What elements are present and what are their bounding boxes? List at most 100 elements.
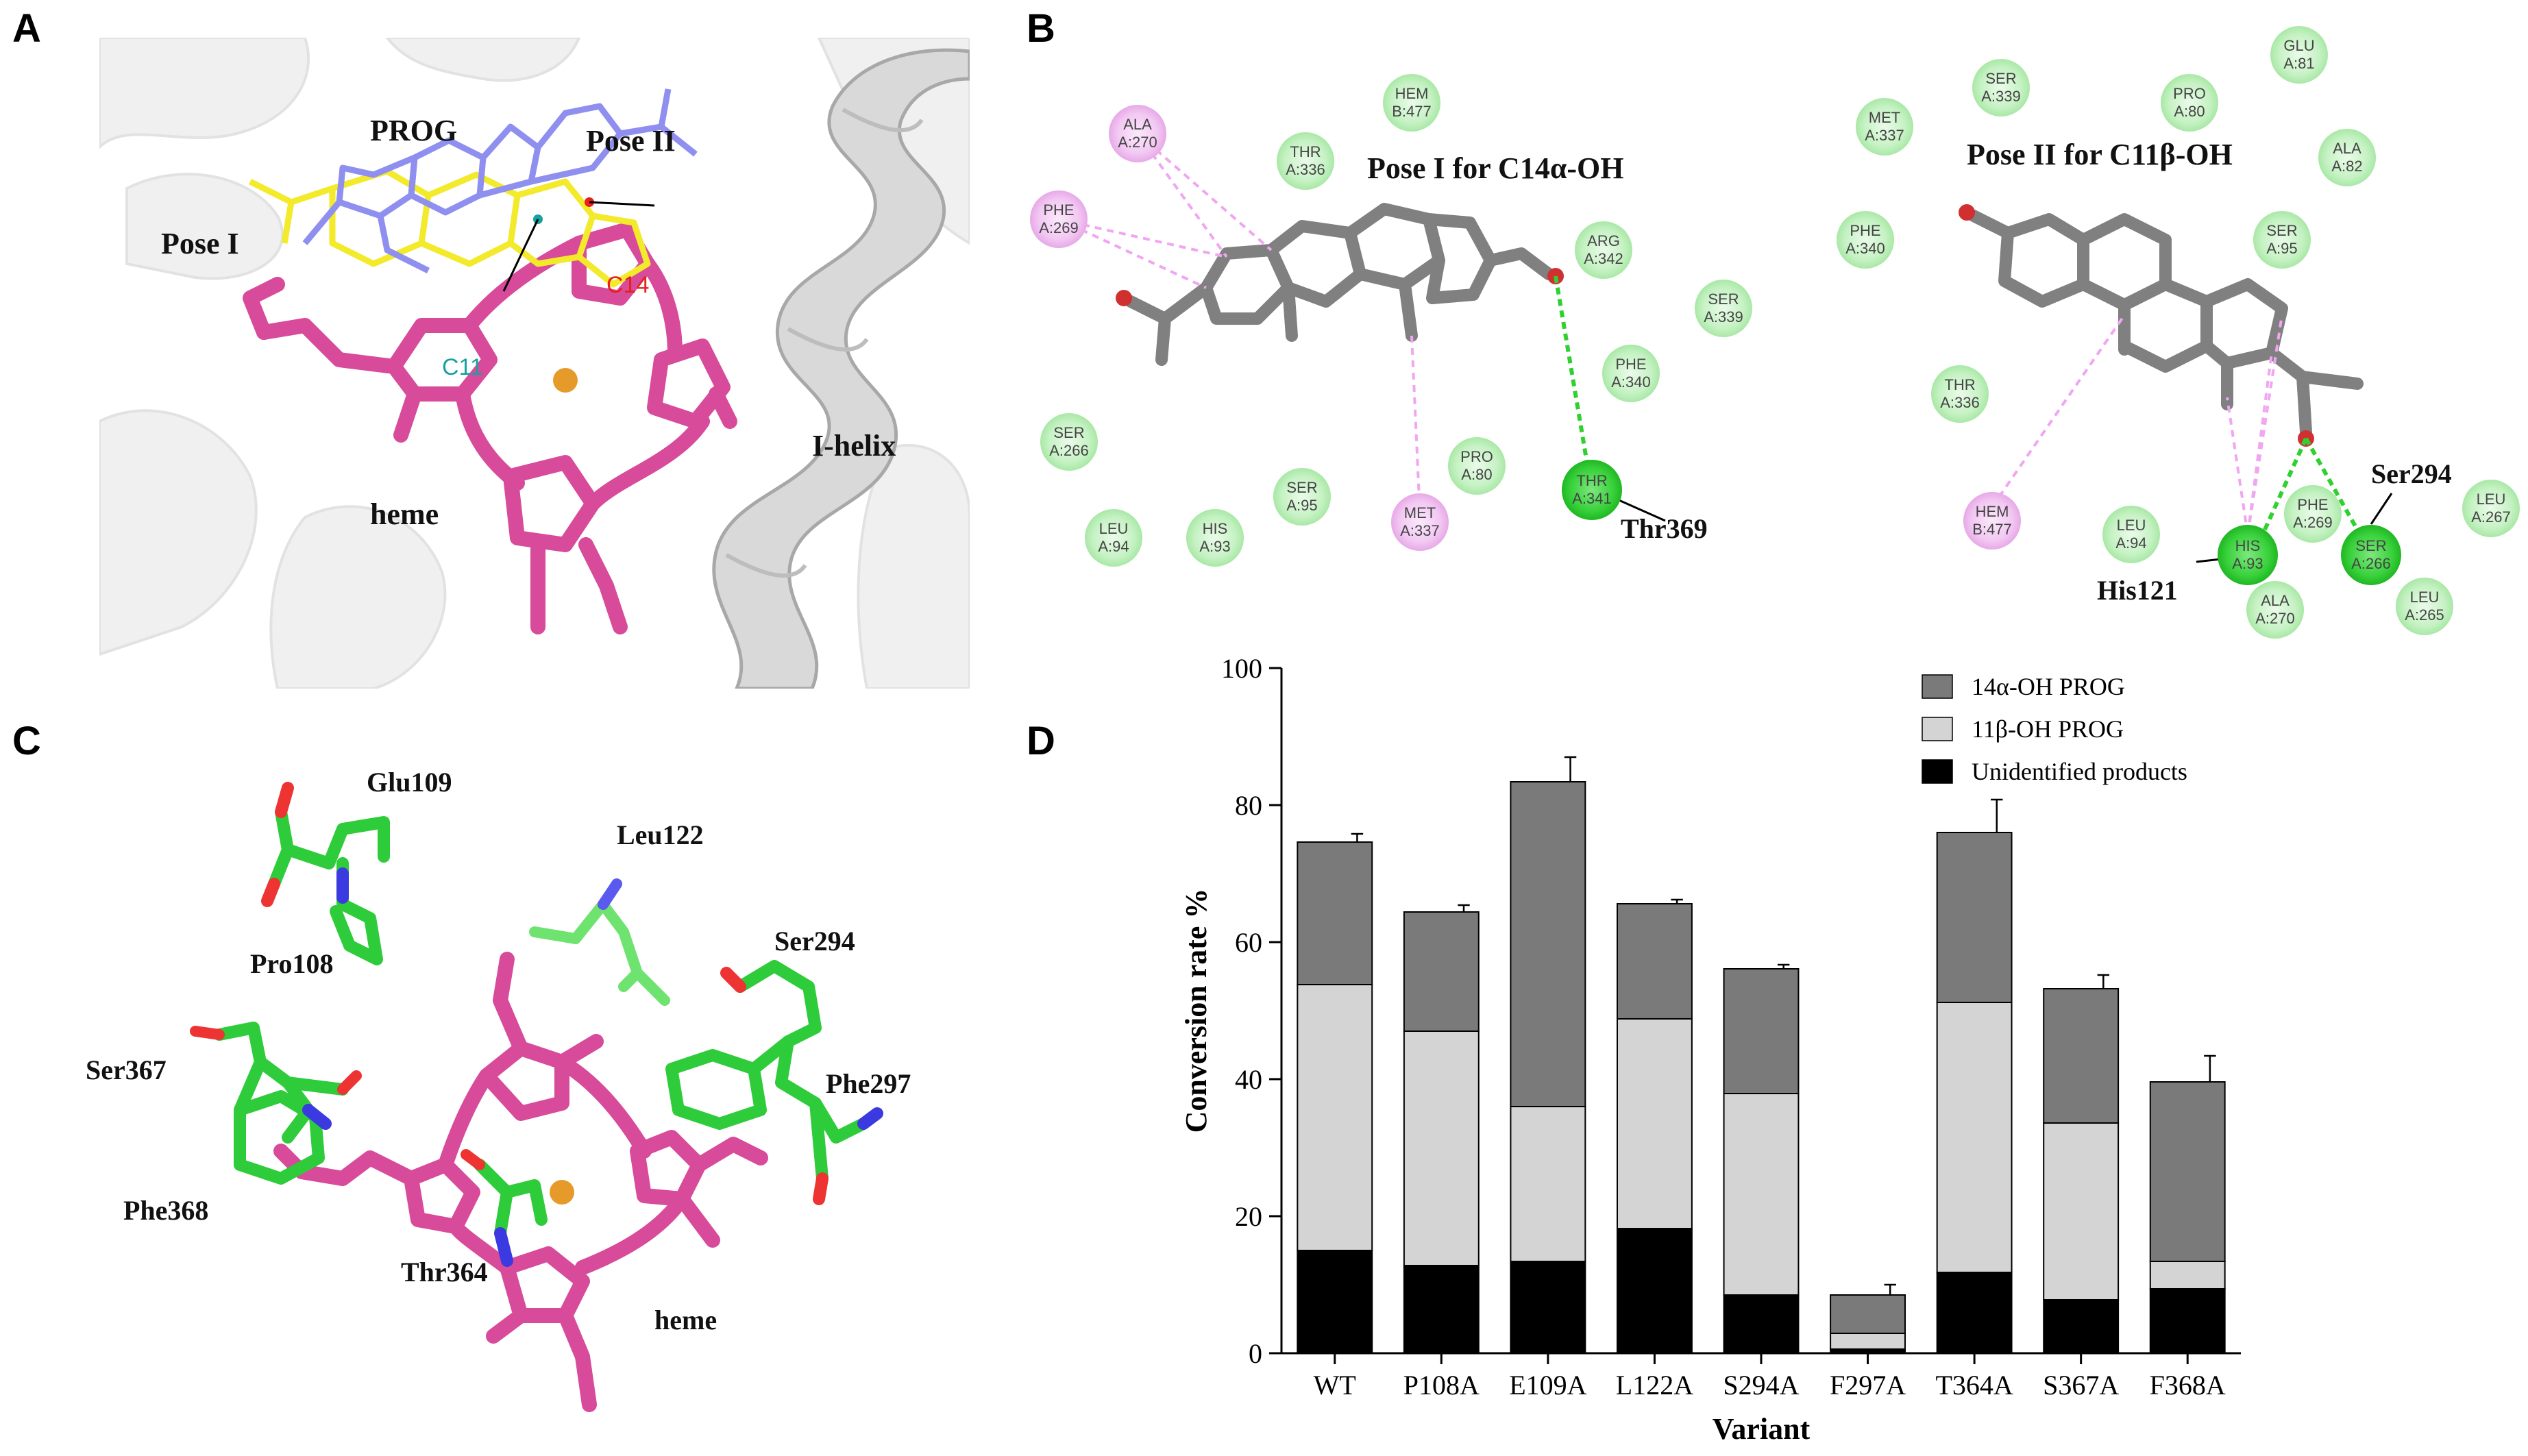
svg-text:A:341: A:341 [1572,490,1612,507]
svg-text:A:82: A:82 [2331,158,2362,175]
svg-text:THR: THR [1944,376,1975,393]
bar-segment [1510,1106,1586,1262]
x-tick-label: E109A [1509,1370,1586,1401]
bar-segment [1510,781,1586,1107]
residue-thr364-stick [474,1159,548,1239]
svg-text:A:336: A:336 [1940,394,1980,411]
svg-text:ALA: ALA [2261,592,2290,609]
pose-i-ligand [248,168,651,288]
label-thr364: Thr364 [401,1257,488,1287]
svg-text:THR: THR [1290,143,1321,160]
y-tick-label: 80 [1235,790,1262,821]
label-i-helix: I-helix [812,429,896,462]
svg-text:LEU: LEU [2410,589,2440,606]
x-tick-label: F297A [1830,1370,1906,1401]
legend-label: 11β-OH PROG [1972,715,2124,743]
bar-segment [1723,968,1800,1094]
panel-c-svg: Glu109 Leu122 Pro108 Ser294 Ser367 Phe29… [86,767,911,1412]
svg-text:B:477: B:477 [1972,521,2012,538]
svg-text:SER: SER [2355,537,2386,554]
panel-label-a: A [12,6,41,51]
label-c11: C11 [442,354,483,380]
svg-text:A:94: A:94 [2115,534,2146,552]
svg-text:A:337: A:337 [1865,127,1904,144]
x-tick-label: L122A [1616,1370,1693,1401]
residue-leu94-p1: LEU A:94 [1085,509,1142,567]
svg-text:A:265: A:265 [2405,606,2444,624]
label-pro108: Pro108 [250,948,333,979]
residue-his93-p1: HIS A:93 [1186,509,1244,567]
bar-segment [2149,1261,2226,1290]
svg-text:THR: THR [1576,472,1607,489]
svg-text:A:339: A:339 [1704,308,1743,325]
x-tick-label: P108A [1403,1370,1480,1401]
label-thr369: Thr369 [1621,513,1708,544]
svg-text:MET: MET [1869,109,1900,126]
iron-atom [553,368,578,393]
bar-segment [2149,1288,2226,1354]
label-pose-ii: Pose II [586,124,676,158]
bar-segment [1297,984,1373,1251]
svg-text:SER: SER [2266,222,2297,239]
svg-text:A:94: A:94 [1098,538,1129,555]
svg-text:HEM: HEM [1395,85,1429,102]
x-tick-label: S367A [2043,1370,2119,1401]
residue-thr336-p2: THR A:336 [1931,365,1989,423]
residue-ala82-p2: ALA A:82 [2318,129,2376,186]
bar-segment [1297,841,1373,985]
residue-pro80-p1: PRO A:80 [1448,437,1506,495]
svg-text:SER: SER [1053,424,1084,441]
label-ser294: Ser294 [2371,458,2452,489]
phe368-nitrogen [302,1104,332,1130]
svg-text:HIS: HIS [1203,520,1228,537]
label-ser367: Ser367 [86,1054,167,1085]
c14-pointer [589,201,655,207]
residue-pro80-p2: PRO A:80 [2161,74,2218,132]
svg-text:MET: MET [1404,504,1436,521]
svg-text:SER: SER [1708,291,1739,308]
residue-ser339-p2: SER A:339 [1972,59,2030,116]
svg-text:PRO: PRO [1460,448,1493,465]
ser294-pointer [2370,493,2393,525]
residue-ser294-phe297-stick [665,960,870,1185]
label-heme-c: heme [654,1305,717,1335]
svg-text:A:339: A:339 [1981,88,2021,105]
bar-segment [1297,1250,1373,1354]
residue-leu265-p2: LEU A:265 [2396,578,2453,635]
pose-i-residues: ALA A:270 PHE A:269 THR A:336 HEM B:477 … [1030,74,1752,567]
residue-leu267-p2: LEU A:267 [2462,480,2520,537]
x-tick-label: F368A [2150,1370,2226,1401]
residue-ser95-p1: SER A:95 [1273,468,1331,526]
bar-segment [1723,1294,1800,1354]
svg-text:A:80: A:80 [1461,466,1492,483]
panel-label-b: B [1027,6,1055,51]
svg-text:PHE: PHE [2297,496,2328,513]
panel-label-c: C [12,719,41,763]
x-tick-label: T364A [1935,1370,2013,1401]
label-phe297: Phe297 [826,1068,911,1099]
residue-glu109-pro108-stick [268,806,390,965]
panel-a-svg: PROG Pose II Pose I C14 C11 I-helix heme [98,36,972,691]
pose-i-oxygen-left [1116,290,1132,306]
residue-leu122-stick [529,899,670,1006]
phe297-nitrogen [857,1107,883,1130]
bar-segment [1617,1018,1693,1229]
svg-text:A:266: A:266 [1049,442,1089,459]
ser367-oxygen [190,1026,225,1040]
bar-segment [2149,1081,2226,1262]
pose-ii-hbond-line-1 [2304,437,2370,550]
glu109-oxygen-2 [261,878,280,907]
bar-segment [1510,1261,1586,1354]
pose-i-title: Pose I for C14α-OH [1367,151,1623,185]
svg-text:A:266: A:266 [2351,555,2391,572]
residue-ala270-p2: ALA A:270 [2246,581,2304,639]
residue-glu81-p2: GLU A:81 [2270,26,2328,84]
panel-label-d: D [1027,719,1055,763]
svg-text:A:269: A:269 [1039,219,1079,236]
residue-thr341-p1: THR A:341 [1562,460,1622,520]
svg-text:A:80: A:80 [2174,103,2205,120]
svg-text:A:340: A:340 [1845,240,1885,257]
pose-ii-steroid-skeleton [1967,210,2364,438]
